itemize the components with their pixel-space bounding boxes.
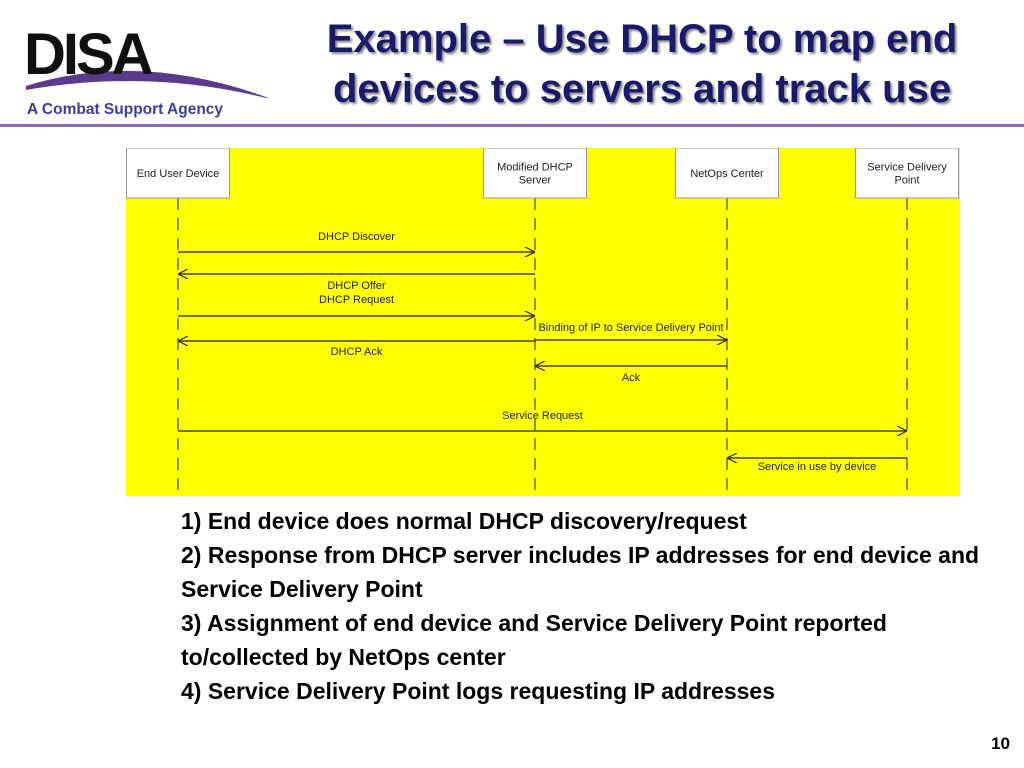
message-label-dhcp-request: DHCP Request	[319, 294, 394, 306]
participant-label-service-delivery-point: Point	[894, 175, 919, 187]
message-label-dhcp-offer: DHCP Offer	[327, 280, 386, 292]
message-label-service-request: Service Request	[502, 410, 583, 422]
disa-logo: DISA	[24, 28, 269, 98]
participant-box-modified-dhcp-server	[483, 148, 587, 199]
participant-label-modified-dhcp-server: Modified DHCP	[497, 162, 573, 174]
message-label-service-in-use: Service in use by device	[758, 461, 877, 473]
logo-swoosh	[26, 70, 269, 98]
message-label-dhcp-discover: DHCP Discover	[318, 231, 395, 243]
slide-title: Example – Use DHCP to map end devices to…	[262, 14, 1022, 114]
slide-title-line: devices to servers and track use	[332, 67, 952, 111]
step-item: 1) End device does normal DHCP discovery…	[181, 508, 747, 534]
logo-wordmark: DISA	[24, 28, 153, 87]
participant-label-modified-dhcp-server: Server	[519, 175, 552, 187]
participant-box-service-delivery-point	[855, 148, 959, 199]
step-item: 3) Assignment of end device and Service …	[181, 610, 887, 670]
participant-box-end-user-device	[126, 148, 230, 199]
diagram-background	[126, 148, 960, 496]
step-item: 2) Response from DHCP server includes IP…	[181, 542, 980, 602]
step-item: 4) Service Delivery Point logs requestin…	[181, 678, 775, 704]
participant-box-netops-center	[675, 148, 779, 199]
participant-label-service-delivery-point: Service Delivery	[867, 162, 947, 174]
participant-label-end-user-device: End User Device	[137, 168, 220, 180]
message-label-dhcp-ack: DHCP Ack	[331, 346, 383, 358]
page-number: 10	[991, 734, 1010, 753]
participant-label-netops-center: NetOps Center	[690, 168, 764, 180]
slide-title-line: Example – Use DHCP to map end	[326, 17, 958, 61]
step-list: 1) End device does normal DHCP discovery…	[181, 504, 981, 708]
logo-tagline: A Combat Support Agency	[27, 101, 224, 118]
message-label-ack: Ack	[622, 372, 641, 384]
message-label-binding-of-ip: Binding of IP to Service Delivery Point	[538, 322, 723, 334]
header-divider	[0, 124, 1024, 127]
